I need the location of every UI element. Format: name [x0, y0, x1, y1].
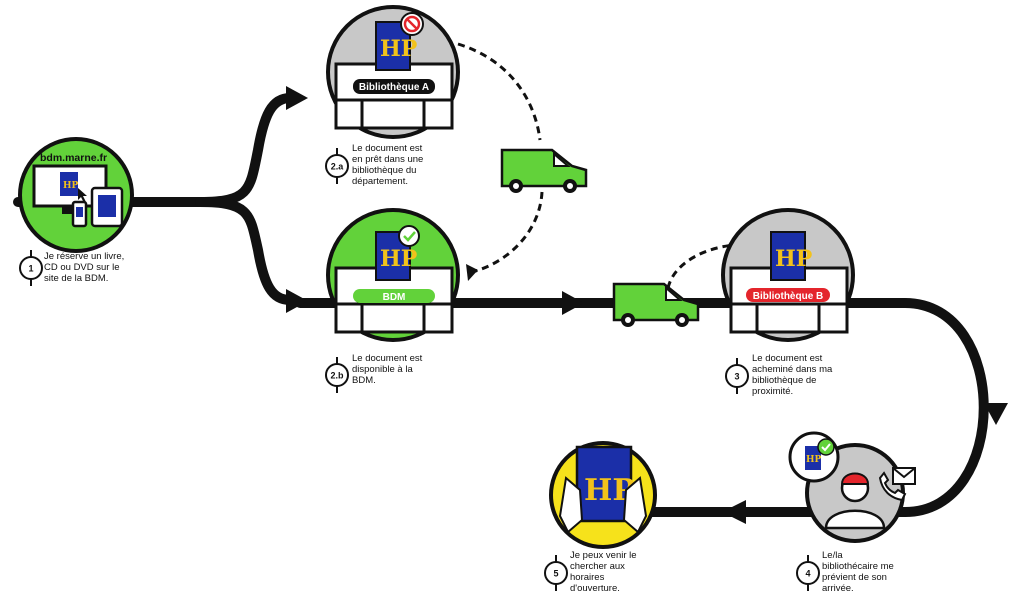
flow-arrows	[286, 86, 1008, 524]
step-description-line: BDM.	[352, 375, 376, 386]
book-logo: HP	[380, 246, 417, 272]
step-labels: 1 Je réserve un livre,CD ou DVD sur lesit…	[19, 143, 894, 594]
step-description-line: Je peux venir le	[570, 550, 637, 561]
arrow-down-right	[984, 403, 1008, 425]
cursor-icon	[78, 188, 87, 203]
path-branch-up	[195, 93, 295, 207]
book-on-screen: HP	[60, 172, 79, 196]
step-description-line: arrivée.	[822, 583, 854, 594]
hands-icon	[558, 476, 648, 534]
pickup-group: HP	[549, 441, 657, 549]
step-number-badge	[19, 256, 43, 280]
arrow-to-library-a	[286, 86, 308, 110]
step-description-line: Je réserve un livre,	[44, 251, 124, 262]
site-url: bdm.marne.fr	[40, 152, 107, 164]
step-description-line: Le document est	[352, 143, 423, 154]
dashed-van-to-bdm	[471, 191, 544, 274]
step-number-badge	[725, 364, 749, 388]
step-number-badge	[325, 154, 349, 178]
step-description-line: département.	[352, 176, 408, 187]
library-a: HP Bibliothèque A	[326, 5, 460, 139]
step-description-line: bibliothèque du	[352, 165, 416, 176]
library-bdm: HP BDM	[326, 208, 460, 342]
step-number: 5	[553, 569, 558, 579]
step-description-line: en prêt dans une	[352, 154, 423, 165]
library-bdm-label: BDM	[383, 292, 406, 303]
svg-text:HP: HP	[806, 455, 822, 465]
step-description-line: site de la BDM.	[44, 273, 108, 284]
phone-call-icon	[878, 471, 907, 502]
librarian-group: HP	[788, 431, 916, 543]
check-icon	[398, 225, 420, 247]
library-b: HP Bibliothèque B	[721, 208, 855, 342]
step-description-line: bibliothécaire me	[822, 561, 894, 572]
book-logo: HP	[775, 246, 812, 272]
step-description-line: horaires	[570, 572, 605, 583]
step-description-line: CD ou DVD sur le	[44, 262, 120, 273]
path-curve-right	[900, 298, 989, 517]
speech-bubble: HP	[788, 431, 840, 483]
check-icon	[817, 438, 835, 456]
step-description-line: bibliothèque de	[752, 375, 816, 386]
librarian-icon	[824, 472, 886, 530]
tablet-icon	[90, 186, 124, 228]
dashed-arrowhead-bdm	[466, 264, 478, 281]
van-icon	[612, 282, 700, 327]
dashed-lib-a-to-van	[457, 42, 542, 141]
step-description-line: disponible à la	[352, 364, 413, 375]
devices-group: bdm.marne.fr HP	[18, 137, 134, 253]
step-description-line: prévient de son	[822, 572, 887, 583]
step-description-line: Le document est	[352, 353, 423, 364]
step-description-line: chercher aux	[570, 561, 625, 572]
forbidden-icon	[400, 12, 424, 36]
phone-icon	[71, 200, 88, 228]
step-description-line: Le document est	[752, 353, 823, 364]
step-number-badge	[796, 561, 820, 585]
van-icon	[500, 148, 588, 193]
arrow-to-pickup	[722, 500, 746, 524]
step-description-line: d'ouverture.	[570, 583, 620, 594]
step-1: 1 Je réserve un livre,CD ou DVD sur lesit…	[19, 250, 124, 286]
svg-text:HP: HP	[63, 181, 79, 191]
path-branch-down	[195, 197, 295, 305]
step-number: 3	[734, 372, 739, 382]
step-description-line: Le/la	[822, 550, 843, 561]
step-number-badge	[544, 561, 568, 585]
step-number-badge	[325, 363, 349, 387]
step-description-line: proximité.	[752, 386, 793, 397]
step-number: 2.b	[330, 371, 344, 381]
library-b-label: Bibliothèque B	[753, 291, 824, 302]
step-number: 2.a	[331, 162, 345, 172]
book-logo: HP	[380, 36, 417, 62]
step-number: 1	[28, 264, 33, 274]
library-a-label: Bibliothèque A	[359, 82, 429, 93]
arrow-to-bdm	[286, 289, 308, 313]
step-number: 4	[805, 569, 810, 579]
envelope-icon	[892, 467, 916, 485]
step-description-line: acheminé dans ma	[752, 364, 833, 375]
arrow-to-van	[562, 291, 584, 315]
